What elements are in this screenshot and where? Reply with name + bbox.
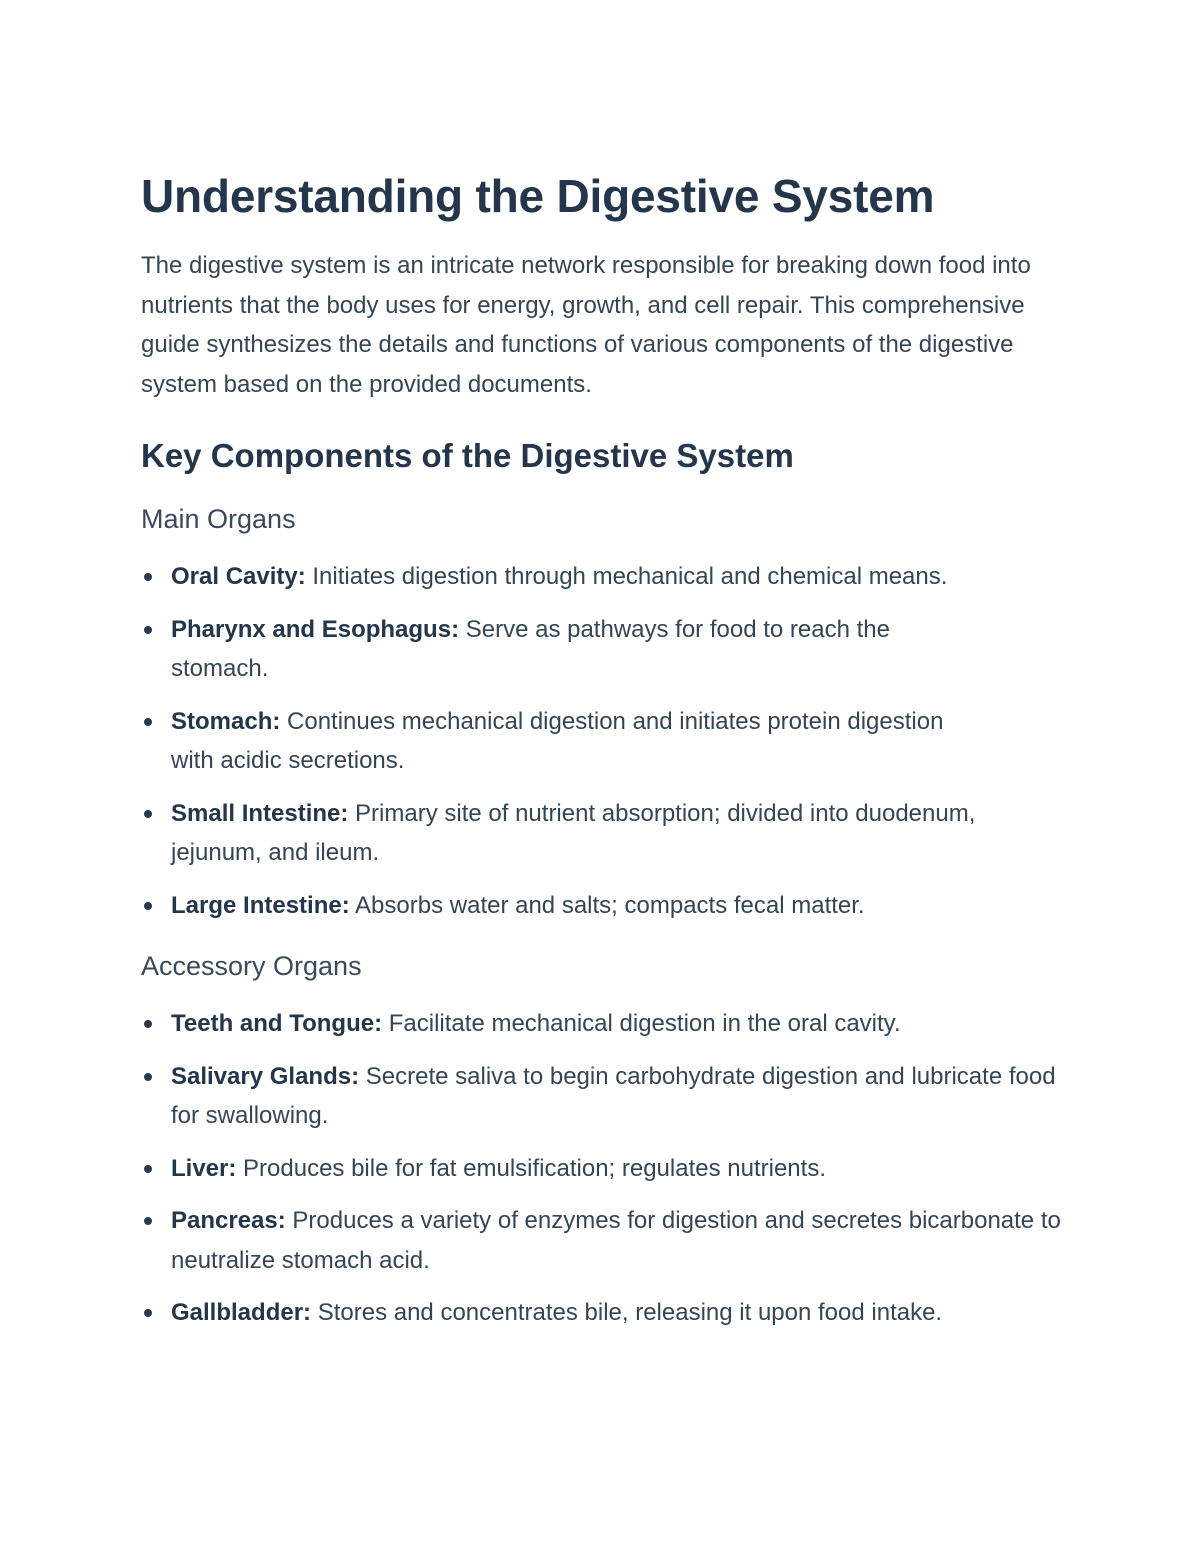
list-item: Small Intestine: Primary site of nutrien… [141, 794, 991, 873]
list-item-term: Gallbladder: [171, 1299, 312, 1326]
main-organs-heading: Main Organs [141, 504, 296, 534]
list-item: Teeth and Tongue: Facilitate mechanical … [141, 1004, 1071, 1044]
intro-paragraph: The digestive system is an intricate net… [141, 252, 1031, 398]
main-organs-list: Oral Cavity: Initiates digestion through… [141, 557, 1061, 925]
list-item-text: Primary site of nutrient absorption; div… [171, 799, 976, 867]
list-item-text: Facilitate mechanical digestion in the o… [382, 1010, 901, 1037]
list-item-term: Pancreas: [171, 1207, 286, 1234]
list-item: Liver: Produces bile for fat emulsificat… [141, 1149, 1071, 1189]
list-item-text: Secrete saliva to begin carbohydrate dig… [171, 1062, 1056, 1130]
list-item-term: Small Intestine: [171, 799, 349, 827]
list-item-term: Salivary Glands: [171, 1062, 360, 1090]
list-item-text: Absorbs water and salts; compacts fecal … [349, 891, 865, 919]
list-item-text: Initiates digestion through mechanical a… [305, 563, 948, 590]
list-item-text: Serve as pathways for food to reach the … [171, 615, 890, 683]
list-item-term: Teeth and Tongue: [171, 1010, 383, 1037]
list-item: Salivary Glands: Secrete saliva to begin… [141, 1057, 1071, 1136]
list-item: Pancreas: Produces a variety of enzymes … [141, 1201, 1071, 1280]
list-item: Gallbladder: Stores and concentrates bil… [141, 1293, 1071, 1333]
document-page: Understanding the Digestive System The d… [141, 168, 1061, 1346]
section-heading: Key Components of the Digestive System [141, 437, 794, 474]
accessory-organs-heading: Accessory Organs [141, 951, 362, 981]
list-item: Pharynx and Esophagus: Serve as pathways… [141, 610, 991, 689]
list-item-text: Continues mechanical digestion and initi… [171, 707, 944, 775]
list-item-term: Pharynx and Esophagus: [171, 615, 460, 643]
list-item-text: Produces bile for fat emulsification; re… [236, 1154, 826, 1182]
list-item-term: Liver: [171, 1154, 237, 1182]
list-item: Oral Cavity: Initiates digestion through… [141, 557, 991, 597]
accessory-organs-list: Teeth and Tongue: Facilitate mechanical … [141, 1004, 1061, 1333]
list-item-term: Stomach: [171, 707, 281, 735]
list-item: Stomach: Continues mechanical digestion … [141, 702, 991, 781]
list-item-term: Oral Cavity: [171, 563, 306, 590]
page-title: Understanding the Digestive System [141, 170, 935, 222]
list-item-text: Stores and concentrates bile, releasing … [311, 1299, 943, 1326]
list-item: Large Intestine: Absorbs water and salts… [141, 886, 1071, 926]
list-item-term: Large Intestine: [171, 891, 350, 919]
list-item-text: Produces a variety of enzymes for digest… [171, 1207, 1061, 1274]
